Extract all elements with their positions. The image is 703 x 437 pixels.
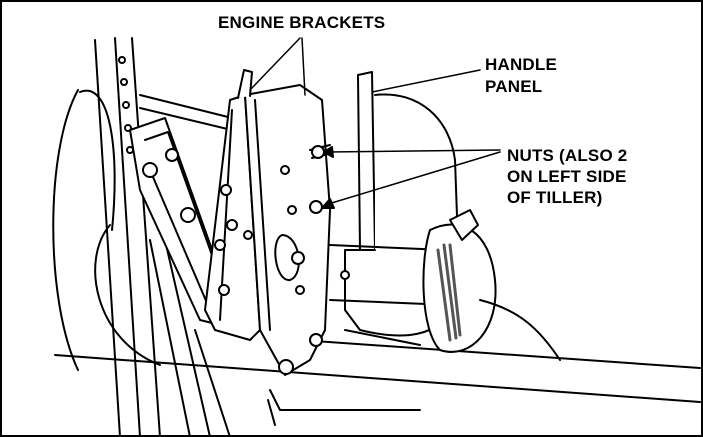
plate-bolt-2	[180, 207, 196, 223]
rear-rod	[139, 94, 241, 133]
label-nuts-line2: ON LEFT SIDE	[507, 167, 627, 186]
leader-brackets-1	[249, 37, 301, 91]
nut-lower	[309, 200, 323, 214]
arrow-nuts-2	[321, 198, 335, 209]
starter-handle	[449, 209, 479, 241]
label-engine-brackets: ENGINE BRACKETS	[218, 13, 386, 32]
ground-line	[54, 354, 701, 403]
lower-rod	[267, 389, 421, 426]
arrow-nuts-1	[323, 146, 334, 158]
center-rails	[149, 239, 231, 437]
left-wheel-outline	[52, 89, 116, 371]
label-handle-panel-line2: PANEL	[485, 77, 543, 96]
leader-brackets-2	[301, 37, 306, 96]
leader-nuts-2	[324, 151, 501, 206]
label-handle-panel-line1: HANDLE	[485, 55, 558, 74]
label-nuts-line3: OF TILLER)	[507, 188, 603, 207]
bracket-tab	[237, 69, 253, 99]
recoil-fins	[436, 243, 462, 342]
lower-left-arc	[94, 224, 161, 366]
ground-line-2	[299, 339, 701, 369]
left-handle-bar-2	[94, 39, 121, 437]
recoil-housing	[422, 223, 497, 353]
plate-bolt-1	[165, 148, 179, 162]
right-grass	[479, 299, 561, 361]
shaft-center	[291, 251, 305, 265]
left-plate-inner	[144, 131, 229, 311]
label-nuts-line1: NUTS (ALSO 2	[507, 146, 628, 165]
nut-upper	[311, 145, 325, 159]
engine-bolt	[340, 270, 350, 280]
plate-hole-1	[142, 162, 158, 178]
leader-nuts-1	[327, 149, 501, 153]
leader-handle	[371, 69, 481, 93]
bracket-bolts	[214, 165, 323, 375]
engine-bracket-main	[244, 84, 331, 376]
handle-panel	[357, 71, 376, 251]
bracket-shaft	[274, 234, 300, 281]
left-handle-bar	[114, 37, 161, 437]
